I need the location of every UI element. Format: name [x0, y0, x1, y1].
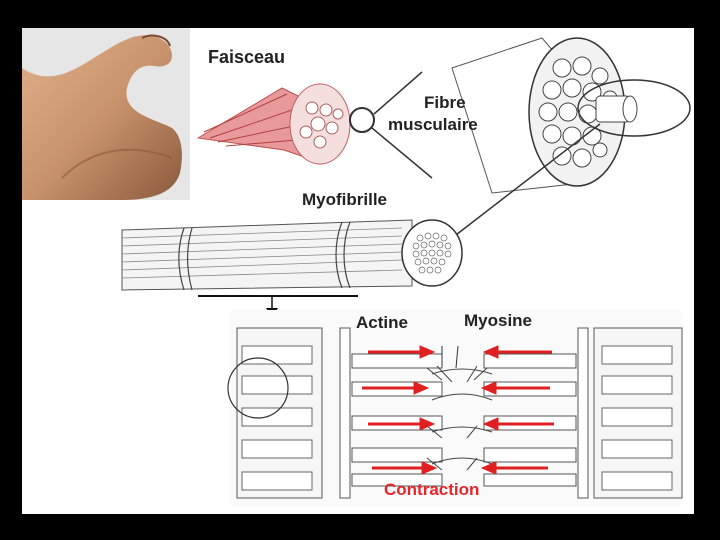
label-fibre: Fibre	[424, 93, 466, 112]
biceps-photo	[22, 28, 190, 200]
fibre-cross-section	[451, 37, 691, 194]
faisceau-illustration	[121, 37, 691, 506]
label-myosine: Myosine	[464, 311, 533, 330]
contraction-arrows	[362, 345, 554, 475]
fibre-highlight-circle	[349, 107, 375, 133]
sarcomere-diagram	[227, 310, 683, 506]
label-contraction: Contraction	[384, 480, 480, 499]
slide: Faisceau Fibre musculaire Myofibrille Ac…	[22, 28, 694, 514]
label-faisceau: Faisceau	[208, 47, 286, 67]
label-actine: Actine	[356, 313, 408, 332]
label-myofibrille: Myofibrille	[302, 190, 388, 209]
label-musculaire: musculaire	[388, 115, 478, 134]
faisceau-bundle	[196, 83, 351, 165]
myofibril-highlight-ellipse	[577, 79, 691, 137]
myofibril-cylinder	[121, 219, 463, 291]
